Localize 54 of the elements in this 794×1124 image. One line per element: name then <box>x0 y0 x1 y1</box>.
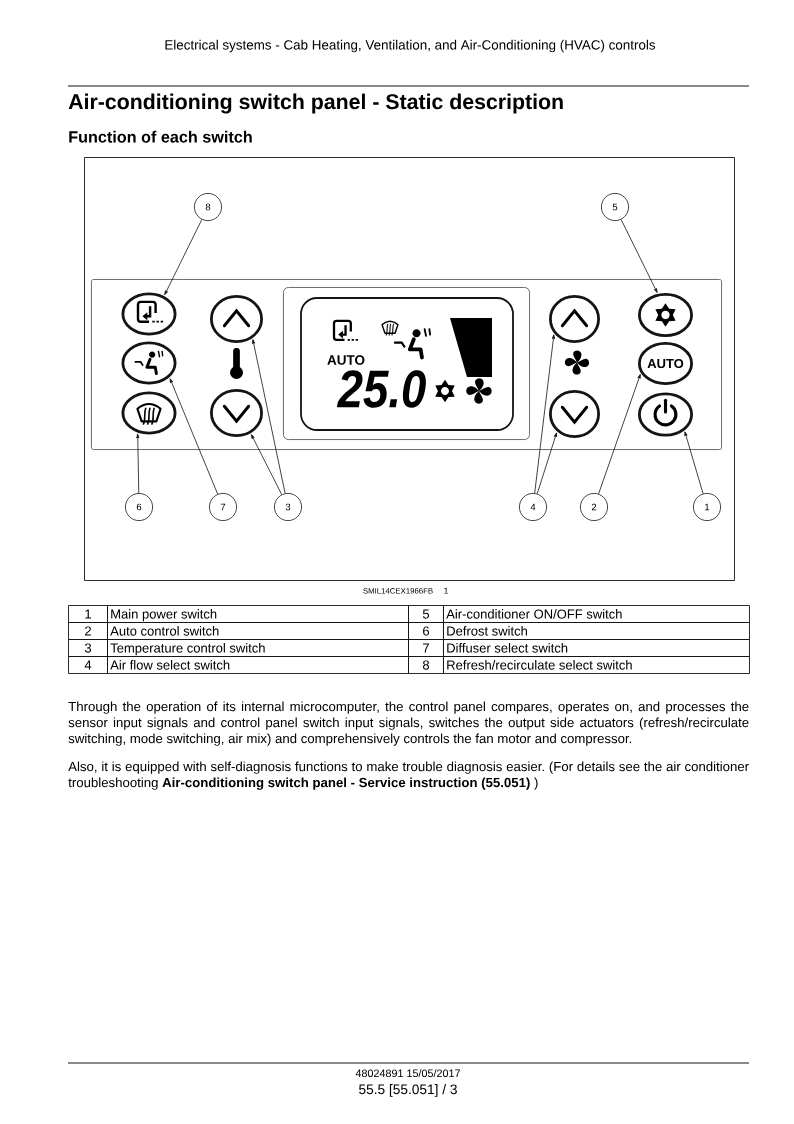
callout-number: 6 <box>125 493 153 521</box>
leader-line <box>620 219 658 293</box>
leader-line <box>536 432 557 495</box>
button <box>210 389 263 437</box>
table-cell: Defrost switch <box>443 622 750 640</box>
button <box>121 341 177 385</box>
leader-line <box>136 433 140 494</box>
leader-line <box>250 434 283 495</box>
table-cell: Auto control switch <box>107 622 409 640</box>
page-title: Air-conditioning switch panel - Static description <box>68 93 563 114</box>
callout-number: 4 <box>519 493 547 521</box>
button <box>638 392 693 437</box>
table-cell: Air-conditioner ON/OFF switch <box>443 605 750 623</box>
button <box>210 295 263 343</box>
table-cell: 1 <box>68 605 108 623</box>
paragraph: Also, it is equipped with self-diagnosis functions to make trouble diagnosis easier. (For details see the air conditioner troubleshooting Air-conditioning switch panel - Service instruction (55.051) ) <box>68 761 749 790</box>
table-cell: 2 <box>68 622 108 640</box>
table-cell: Diffuser select switch <box>443 639 750 657</box>
paragraph: Through the operation of its internal microcomputer, the control panel compares, operates on, and processes the sensor input signals and control panel switch input signals, switches the output side actuators (refresh/recirculate switching, mode switching, air mix) and comprehensively controls the fan motor and compressor. <box>68 701 749 746</box>
document-code: 48024891 15/05/2017 <box>355 1069 460 1078</box>
table-cell: 5 <box>408 605 444 623</box>
button <box>121 292 177 336</box>
button <box>638 293 693 337</box>
callout-number: 8 <box>194 193 222 221</box>
table-cell: Refresh/recirculate select switch <box>443 656 750 674</box>
table-cell: 6 <box>408 622 444 640</box>
callout-number: 3 <box>274 493 302 521</box>
callout-number: 5 <box>601 193 629 221</box>
table-cell: 8 <box>408 656 444 674</box>
leader-line <box>684 431 704 494</box>
lcd-display: AUTO 25.0 <box>283 287 530 440</box>
leader-line <box>252 339 286 494</box>
table-cell: Air flow select switch <box>107 656 409 674</box>
section-heading: Function of each switch <box>69 130 252 143</box>
table-cell: 3 <box>68 639 108 657</box>
callout-number: 7 <box>209 493 237 521</box>
leader-line <box>169 378 219 495</box>
button <box>121 391 177 435</box>
button <box>549 390 600 438</box>
figure-number: 1 <box>444 587 448 594</box>
leader-line <box>534 334 555 494</box>
running-header: Electrical systems - Cab Heating, Ventilation, and Air-Conditioning (HVAC) controls <box>165 39 656 53</box>
button: AUTO <box>638 342 693 385</box>
button <box>549 295 600 343</box>
leader-line <box>598 373 641 495</box>
page-number: 55.5 [55.051] / 3 <box>359 1084 457 1097</box>
table-cell: 4 <box>68 656 108 674</box>
table-cell: 7 <box>408 639 444 657</box>
table-cell: Temperature control switch <box>107 639 409 657</box>
callout-number: 1 <box>693 493 721 521</box>
callout-number: 2 <box>580 493 608 521</box>
leader-line <box>164 219 203 296</box>
table-cell: Main power switch <box>107 605 409 623</box>
control-panel <box>91 279 722 450</box>
